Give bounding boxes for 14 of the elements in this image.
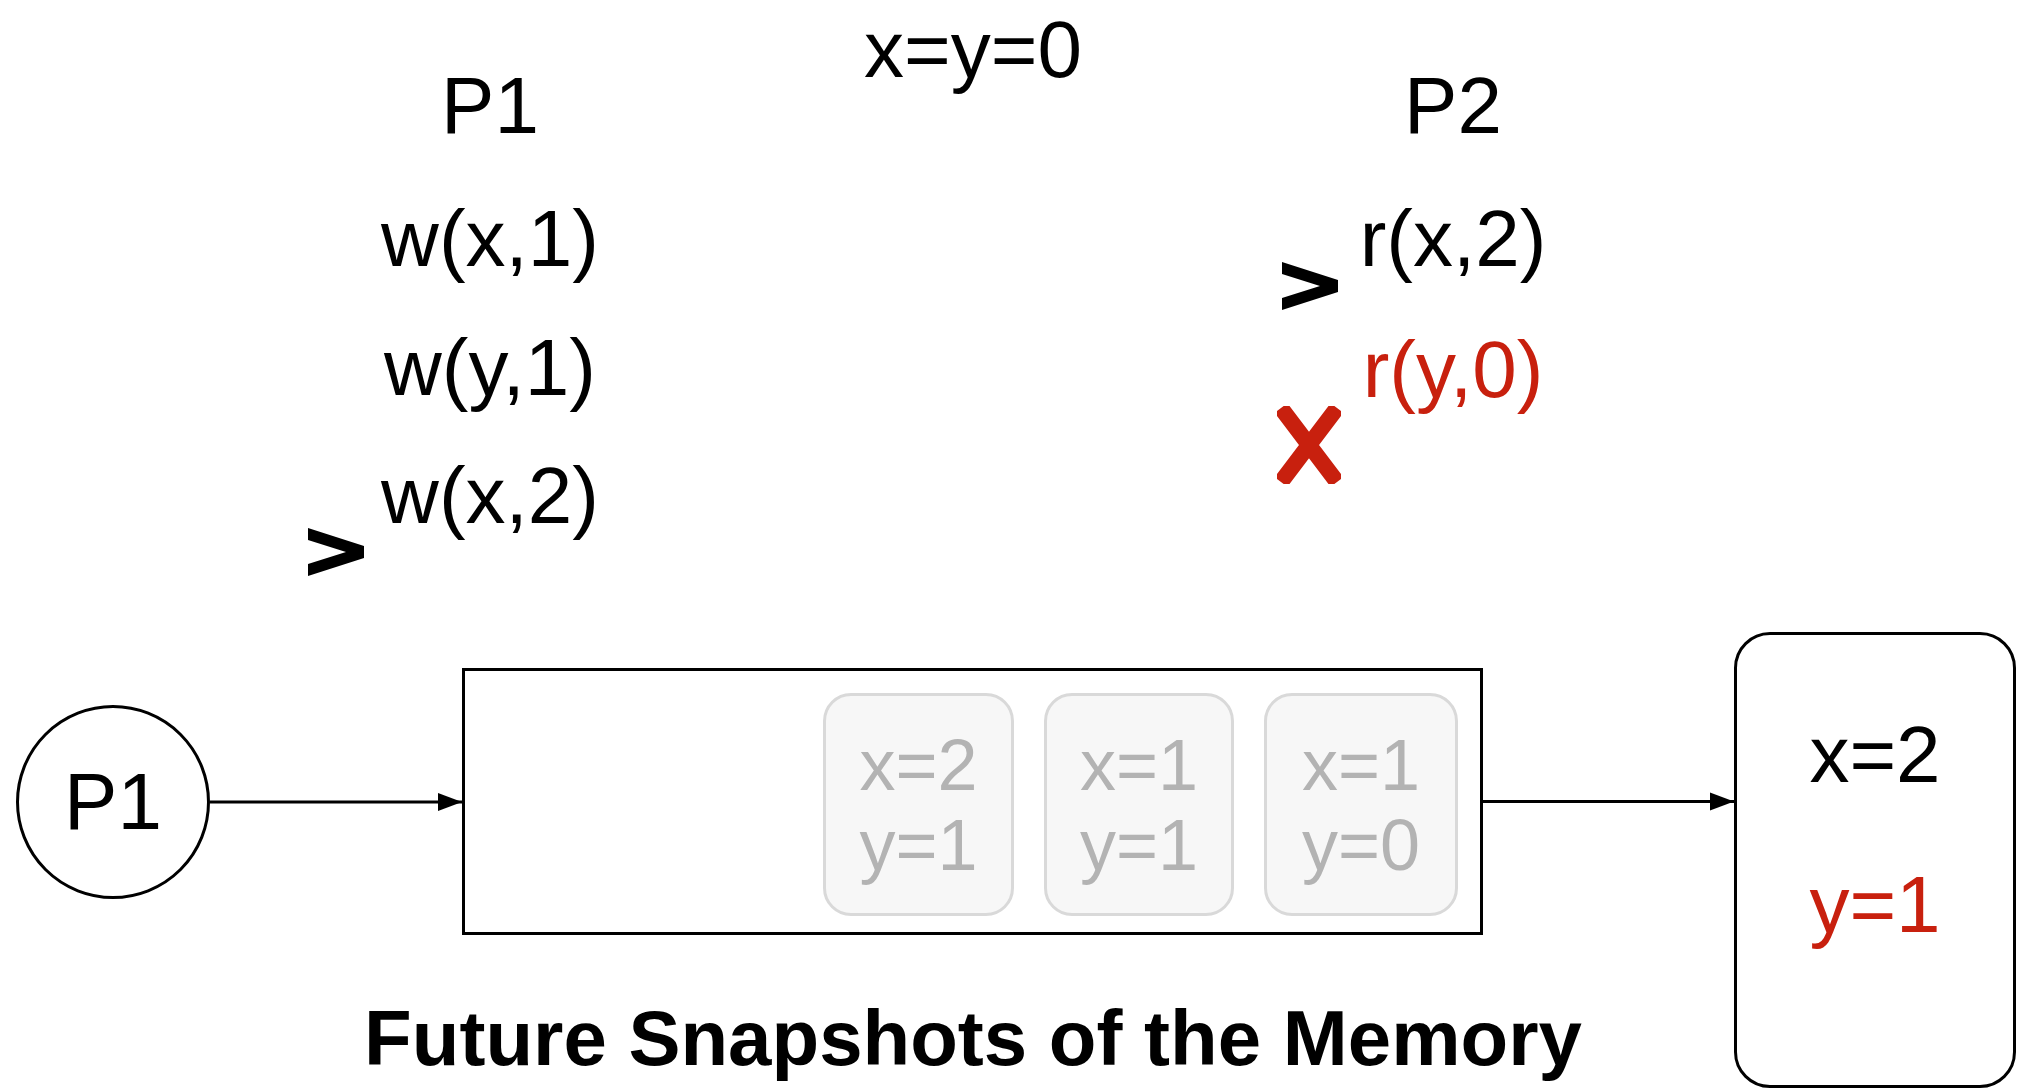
node-text: x=2 [1809,715,1941,795]
text-label: P2 [1404,66,1502,146]
node-text: x=1 [1079,728,1199,801]
arrow [1483,792,1734,811]
node-text: x=2 [859,728,978,801]
text-label: P1 [441,66,539,146]
snapshot-box [823,693,1014,916]
node-text: x=1 [1301,728,1421,801]
node-text: P1 [64,762,162,842]
memory-state-box [1734,632,2016,1088]
snapshot-box [1264,693,1458,916]
snapshot-box [1044,693,1234,916]
memory-buffer-box [462,668,1483,935]
arrow [210,793,462,811]
